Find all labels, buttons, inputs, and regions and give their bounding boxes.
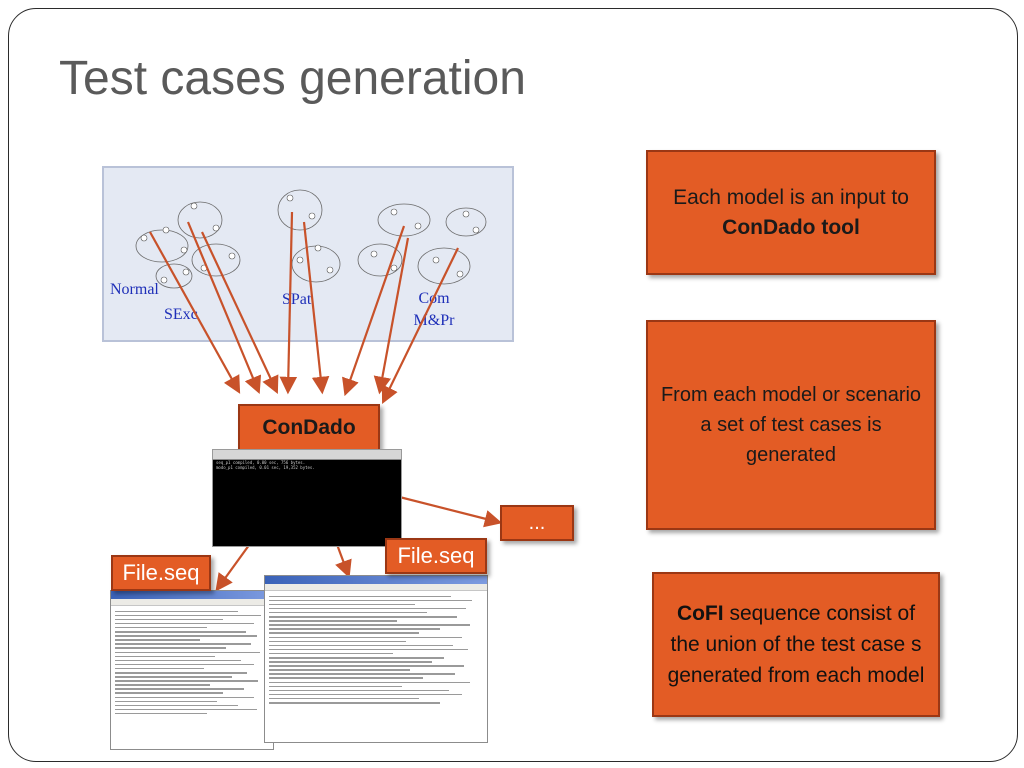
file-seq-label-left: File.seq bbox=[111, 555, 211, 591]
model-label-com-mpr: Com M&Pr bbox=[413, 290, 455, 329]
text-document-icon bbox=[264, 575, 488, 743]
model-label-spat: SPat bbox=[282, 291, 312, 308]
cofi-note-bold: CoFI bbox=[676, 602, 724, 625]
cofi-note-text: sequence consist of the union of the tes… bbox=[667, 602, 925, 687]
input-note-bold: ConDado tool bbox=[722, 215, 860, 239]
model-label-sexc: SExc bbox=[164, 306, 198, 323]
cofi-note-box: CoFI sequence consist of the union of th… bbox=[652, 572, 940, 717]
slide-title: Test cases generation bbox=[59, 52, 526, 105]
text-document-icon bbox=[110, 590, 274, 750]
file-seq-label-right: File.seq bbox=[385, 538, 487, 574]
more-files-box: ... bbox=[500, 505, 574, 541]
condado-tool-box: ConDado bbox=[238, 404, 380, 452]
generation-note-box: From each model or scenario a set of tes… bbox=[646, 320, 936, 530]
generation-note-text: From each model or scenario a set of tes… bbox=[660, 384, 922, 466]
input-note-box: Each model is an input to ConDado tool bbox=[646, 150, 936, 275]
model-label-normal: Normal bbox=[110, 281, 159, 298]
terminal-window-icon: seq_p1 compiled, 0.00 sec, 756 bytes. mo… bbox=[212, 449, 402, 547]
input-note-text: Each model is an input to bbox=[673, 185, 909, 209]
